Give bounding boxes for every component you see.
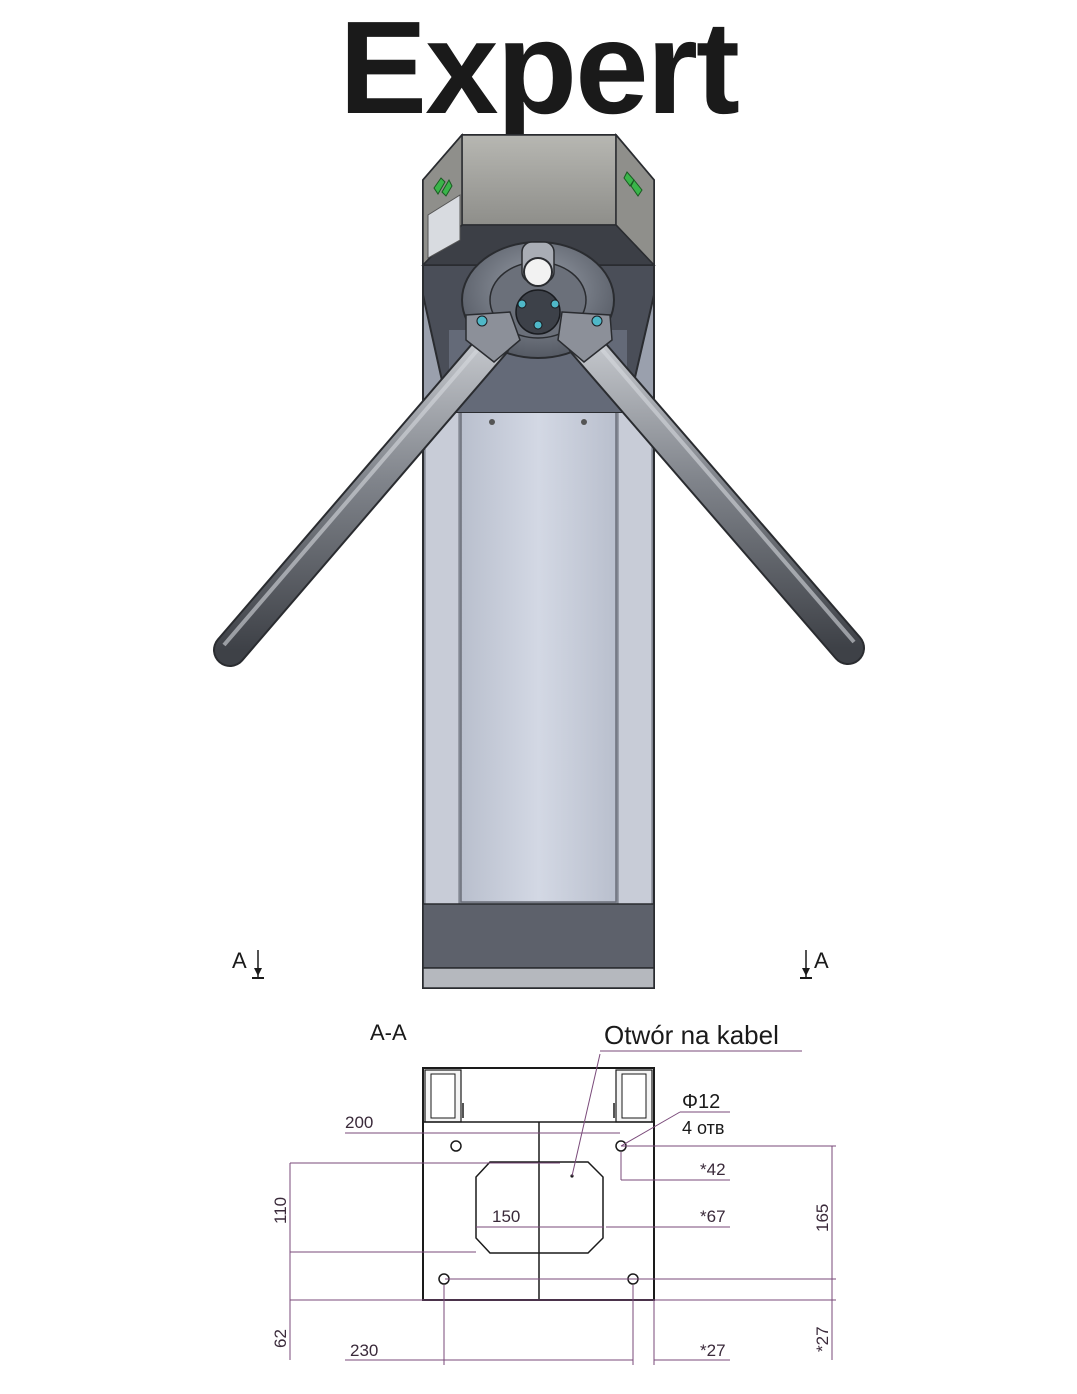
turnstile-arm-right [557,311,865,665]
cable-hole-callout: Otwór na kabel [604,1020,779,1050]
dim-27-right: *27 [813,1326,832,1352]
direction-indicator-left-icon [433,177,453,197]
section-title: A-A [370,1020,407,1045]
dim-62: 62 [271,1329,290,1348]
dim-110: 110 [271,1197,290,1224]
dimension-lines [289,1053,836,1365]
dim-150: 150 [492,1207,520,1226]
hole-diameter-label: Φ12 [682,1091,720,1113]
turnstile-arm-left [213,311,521,667]
dimension-labels: Φ12 4 отв 200 110 150 62 230 *42 *67 *27… [271,1091,832,1360]
direction-indicator-right-icon [623,171,643,197]
page-title: Expert [339,0,740,141]
section-marker-left: A [232,948,264,979]
section-marker-left-label: A [232,948,247,973]
dim-200: 200 [345,1113,373,1132]
section-marker-right-label: A [814,948,829,973]
dim-230: 230 [350,1341,378,1360]
dim-165: 165 [813,1204,832,1232]
turnstile-body [421,132,656,989]
section-marker-right: A [800,948,829,979]
dim-67: *67 [700,1207,726,1226]
hole-count-label: 4 отв [682,1118,724,1138]
dim-27-bottom: *27 [700,1341,726,1360]
base-plan [422,1067,655,1301]
dim-42: *42 [700,1160,726,1179]
